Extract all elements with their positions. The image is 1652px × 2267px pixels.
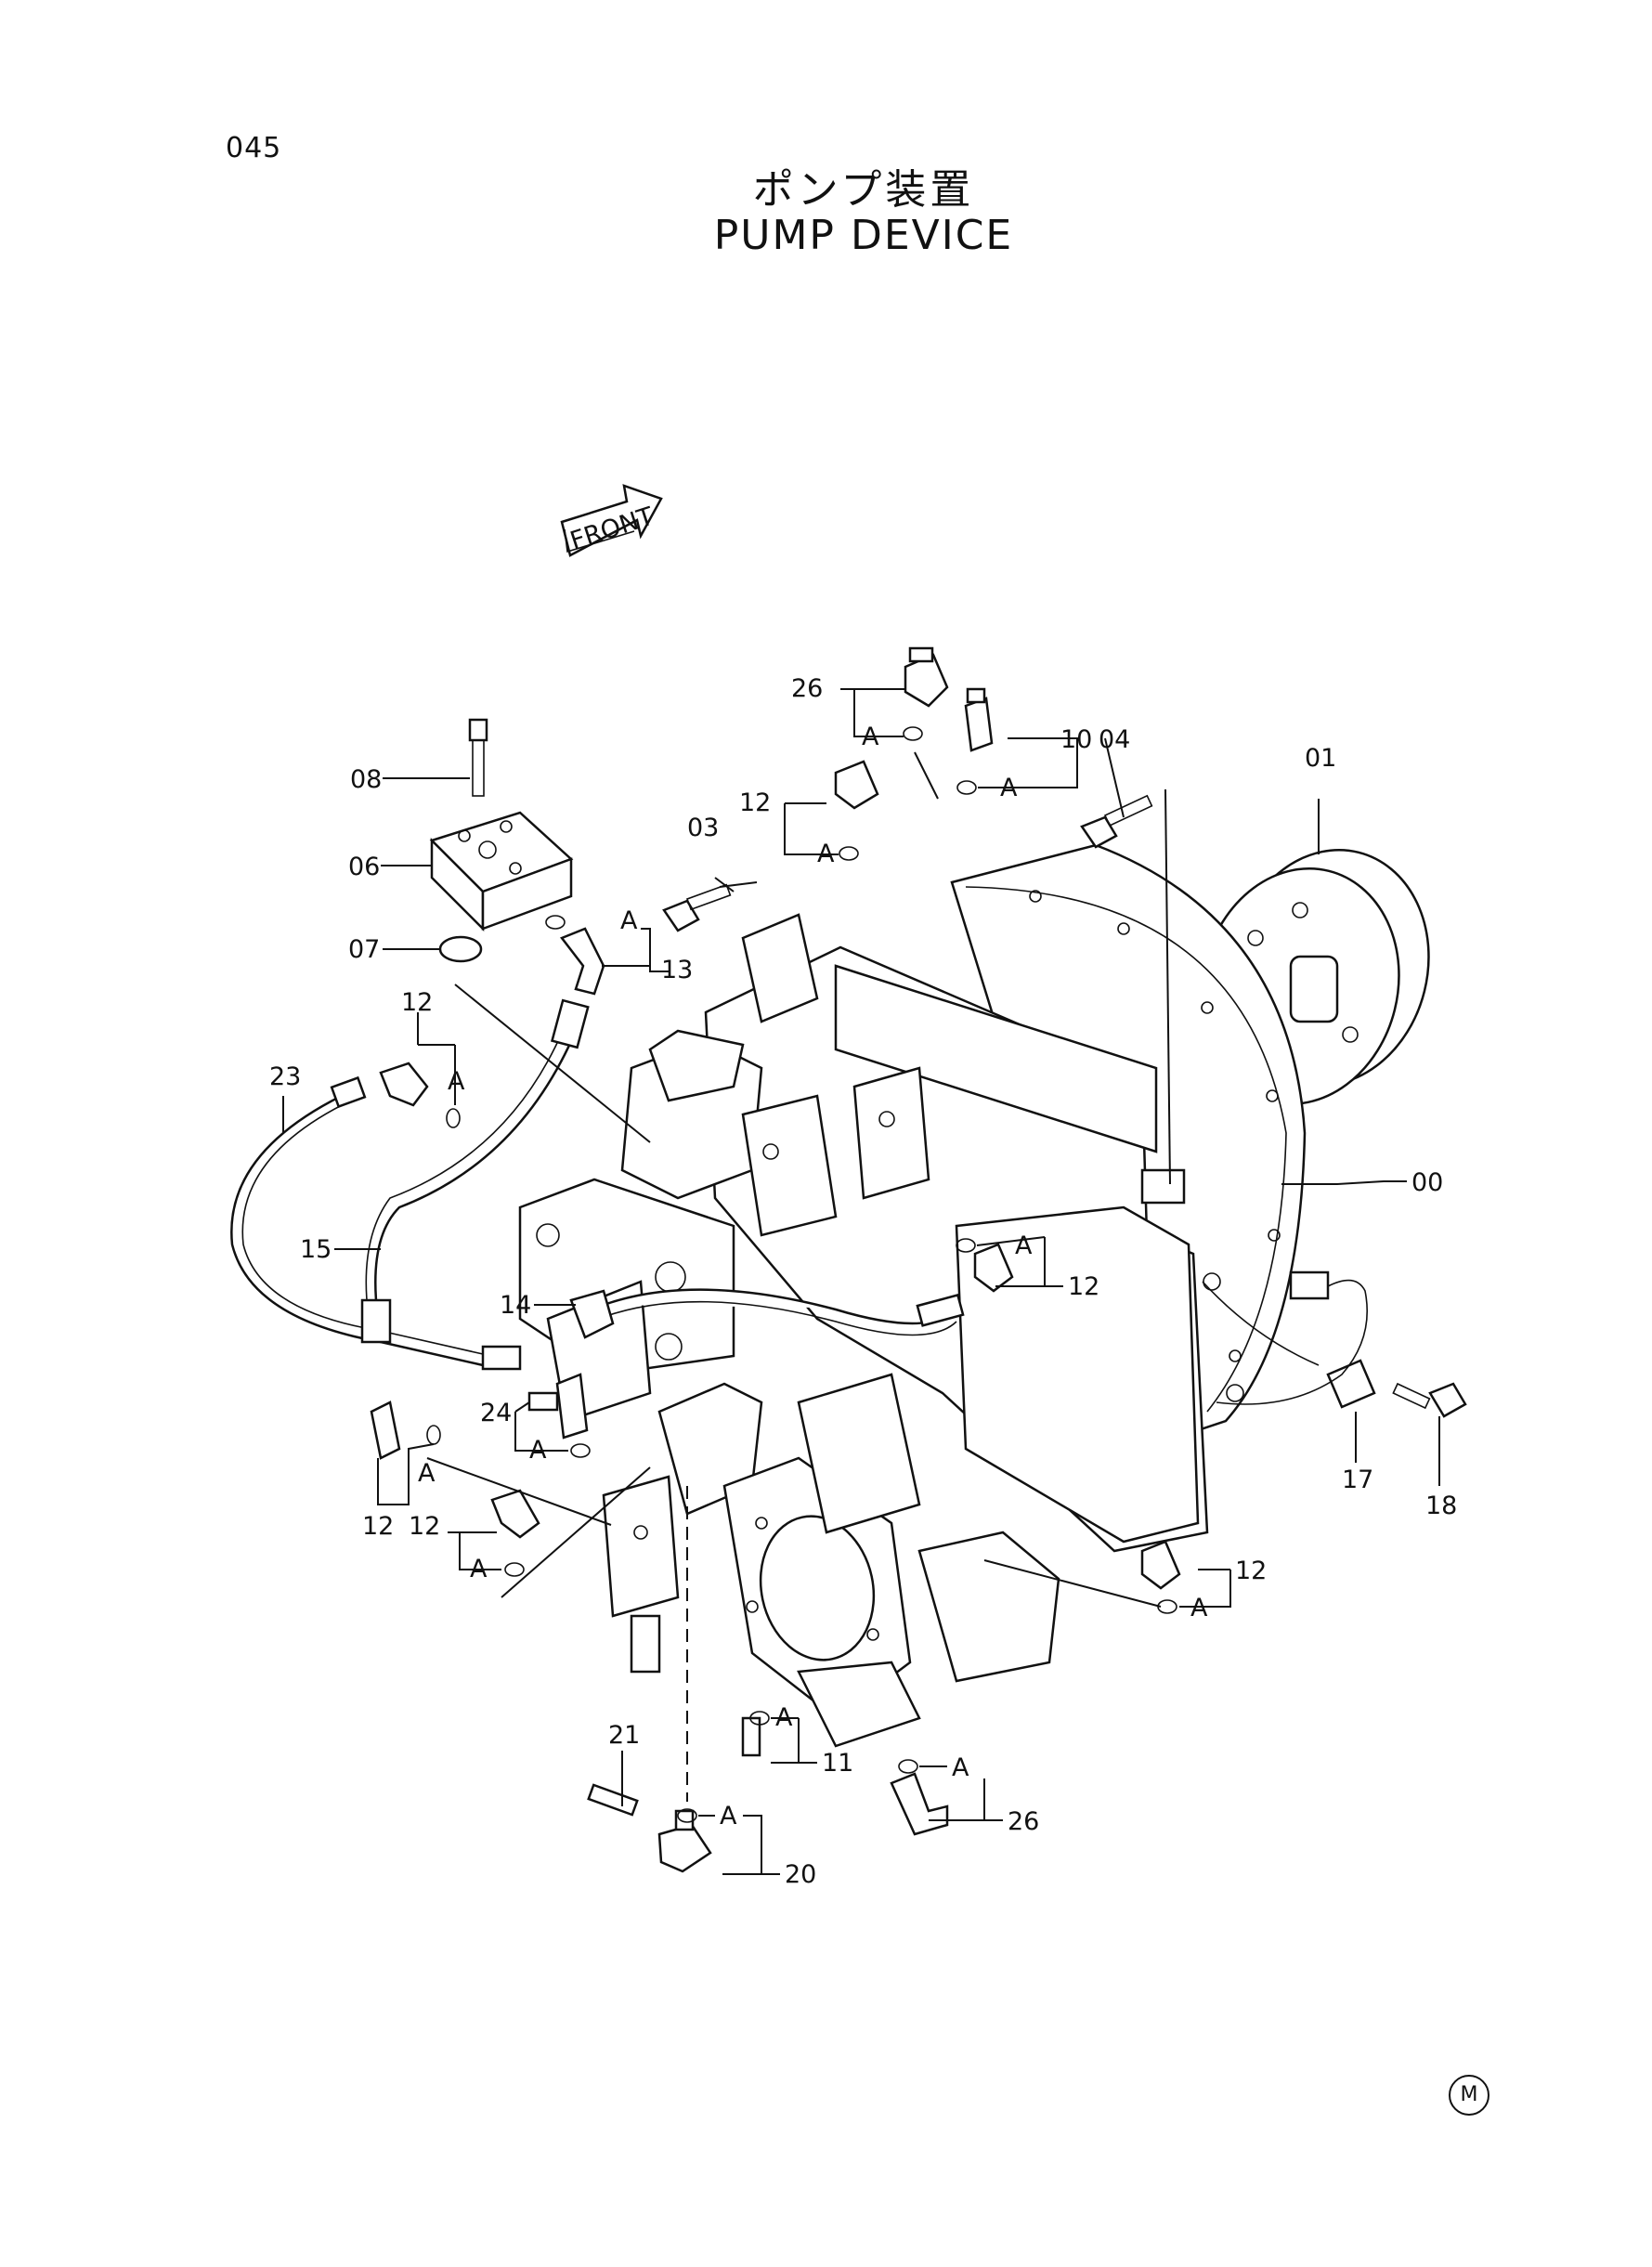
- callout-12: 12: [1068, 1272, 1099, 1301]
- detail-mark: A: [1000, 774, 1018, 802]
- manifold-block-06: [429, 811, 574, 932]
- detail-mark: A: [817, 840, 835, 868]
- elbow-fitting-26-bottom: [890, 1772, 949, 1836]
- detail-mark: A: [620, 906, 638, 935]
- connector-plug: [1289, 1270, 1330, 1300]
- callout-24: 24: [480, 1399, 512, 1427]
- callout-01: 01: [1305, 744, 1336, 773]
- pressure-switch-20: [657, 1809, 712, 1873]
- callout-26: 26: [1008, 1807, 1039, 1836]
- callout-26: 26: [791, 674, 823, 703]
- callout-23: 23: [269, 1062, 301, 1091]
- callout-12: 12: [401, 988, 433, 1017]
- sensor-21: [587, 1783, 639, 1817]
- page-title: PUMP DEVICE: [713, 212, 1014, 259]
- fitting-11: [741, 1716, 761, 1757]
- elbow-fitting-13: [560, 927, 605, 996]
- hose-15: [360, 998, 590, 1344]
- callout-12: 12: [739, 788, 771, 817]
- detail-mark: A: [448, 1067, 465, 1096]
- callout-12: 12: [362, 1512, 394, 1541]
- detail-mark: A: [418, 1459, 436, 1488]
- elbow-fitting-12-left: [379, 1062, 429, 1107]
- callout-18: 18: [1425, 1492, 1457, 1520]
- front-arrow-icon: FRONT: [560, 484, 663, 557]
- fitting-10: [964, 687, 994, 752]
- callouts: 26 10 04 01 08 12 03 06 07 13 12 23 00 1…: [269, 674, 1457, 1889]
- o-ring-07: [438, 935, 483, 963]
- elbow-fitting-12-mid: [973, 1243, 1014, 1293]
- callout-00: 00: [1411, 1168, 1443, 1197]
- bolt-08: [468, 718, 488, 797]
- sensor-cable: [1202, 1279, 1368, 1405]
- callout-03: 03: [687, 814, 719, 842]
- detail-mark: A: [529, 1436, 547, 1465]
- elbow-fitting-12-front: [490, 1489, 540, 1539]
- elbow-fitting-26-top: [904, 646, 949, 708]
- callout-07: 07: [348, 935, 380, 964]
- bolt-03: [662, 883, 732, 932]
- detail-mark: A: [1190, 1594, 1208, 1622]
- detail-mark: A: [1015, 1231, 1033, 1260]
- detail-mark: A: [862, 723, 879, 751]
- elbow-fitting-12-right: [1140, 1540, 1181, 1590]
- bolt-04: [1080, 794, 1153, 849]
- pump-flange: [722, 1373, 1060, 1748]
- detail-mark: A: [720, 1802, 737, 1831]
- pump-housing: [704, 843, 1307, 1553]
- sensor-connector-17: [1326, 1359, 1376, 1409]
- hose-14: [569, 1288, 965, 1339]
- tee-fitting-24: [527, 1373, 589, 1440]
- callout-06: 06: [348, 853, 380, 881]
- page-title-japanese: ポンプ装置: [752, 166, 975, 214]
- callout-17: 17: [1342, 1466, 1373, 1494]
- detail-mark: A: [470, 1555, 488, 1583]
- callout-10: 10: [1060, 725, 1092, 754]
- callout-12: 12: [1235, 1557, 1267, 1585]
- detail-mark: A: [952, 1753, 969, 1782]
- hose-23: [230, 1075, 522, 1371]
- leader-lines: [282, 688, 1440, 1875]
- bolt-18: [1392, 1382, 1467, 1418]
- solenoid-valve: [602, 1382, 763, 1674]
- callout-11: 11: [822, 1749, 853, 1778]
- regulator-valve: [518, 1029, 930, 1423]
- callout-15: 15: [300, 1235, 332, 1264]
- page-number: 045: [226, 132, 282, 164]
- callout-14: 14: [500, 1291, 531, 1320]
- callout-20: 20: [785, 1860, 816, 1889]
- elbow-fitting-12-top: [834, 760, 879, 810]
- corner-mark: M: [1449, 2075, 1489, 2116]
- callout-13: 13: [661, 956, 693, 984]
- detail-mark: A: [775, 1703, 793, 1732]
- callout-12: 12: [409, 1512, 440, 1541]
- callout-21: 21: [608, 1721, 640, 1750]
- callout-04: 04: [1099, 725, 1130, 754]
- callout-08: 08: [350, 765, 382, 794]
- detail-marks: A A A A A A A A A A A A A: [418, 723, 1208, 1831]
- elbow-fitting-12-lower: [370, 1401, 401, 1460]
